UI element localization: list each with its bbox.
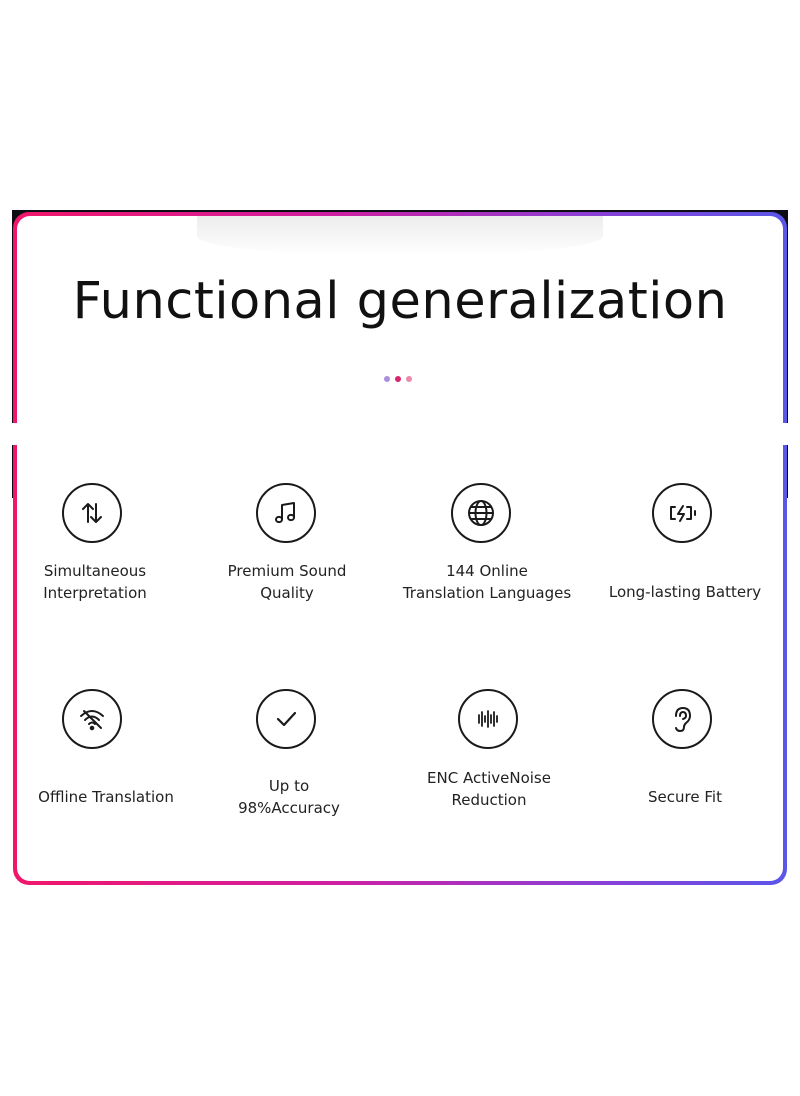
- feature-label-simultaneous-interpretation: Simultaneous Interpretation: [43, 562, 147, 602]
- pager-dot-2: [395, 376, 401, 382]
- feature-label-noise-reduction: ENC ActiveNoise Reduction: [427, 769, 551, 809]
- ear-icon: [652, 689, 712, 749]
- page-title: Functional generalization: [72, 272, 728, 331]
- globe-icon: [451, 483, 511, 543]
- feature-label-premium-sound-quality: Premium Sound Quality: [227, 562, 347, 602]
- checkmark-icon: [256, 689, 316, 749]
- wifi-off-icon: [62, 689, 122, 749]
- up-down-arrows-icon: [62, 483, 122, 543]
- feature-label-long-lasting-battery: Long-lasting Battery: [608, 583, 762, 601]
- feature-card-inner: [17, 216, 783, 881]
- pager-dot-1: [384, 376, 390, 382]
- pager-dots: [384, 376, 412, 382]
- divider-strip: [0, 423, 800, 445]
- music-note-icon: [256, 483, 316, 543]
- feature-label-offline-translation: Offline Translation: [38, 788, 174, 806]
- pager-dot-3: [406, 376, 412, 382]
- battery-charging-icon: [652, 483, 712, 543]
- sound-wave-icon: [458, 689, 518, 749]
- feature-label-accuracy: Up to 98%Accuracy: [238, 777, 340, 817]
- feature-label-translation-languages: 144 Online Translation Languages: [402, 562, 572, 602]
- feature-label-secure-fit: Secure Fit: [648, 788, 722, 806]
- feature-card: [13, 212, 787, 885]
